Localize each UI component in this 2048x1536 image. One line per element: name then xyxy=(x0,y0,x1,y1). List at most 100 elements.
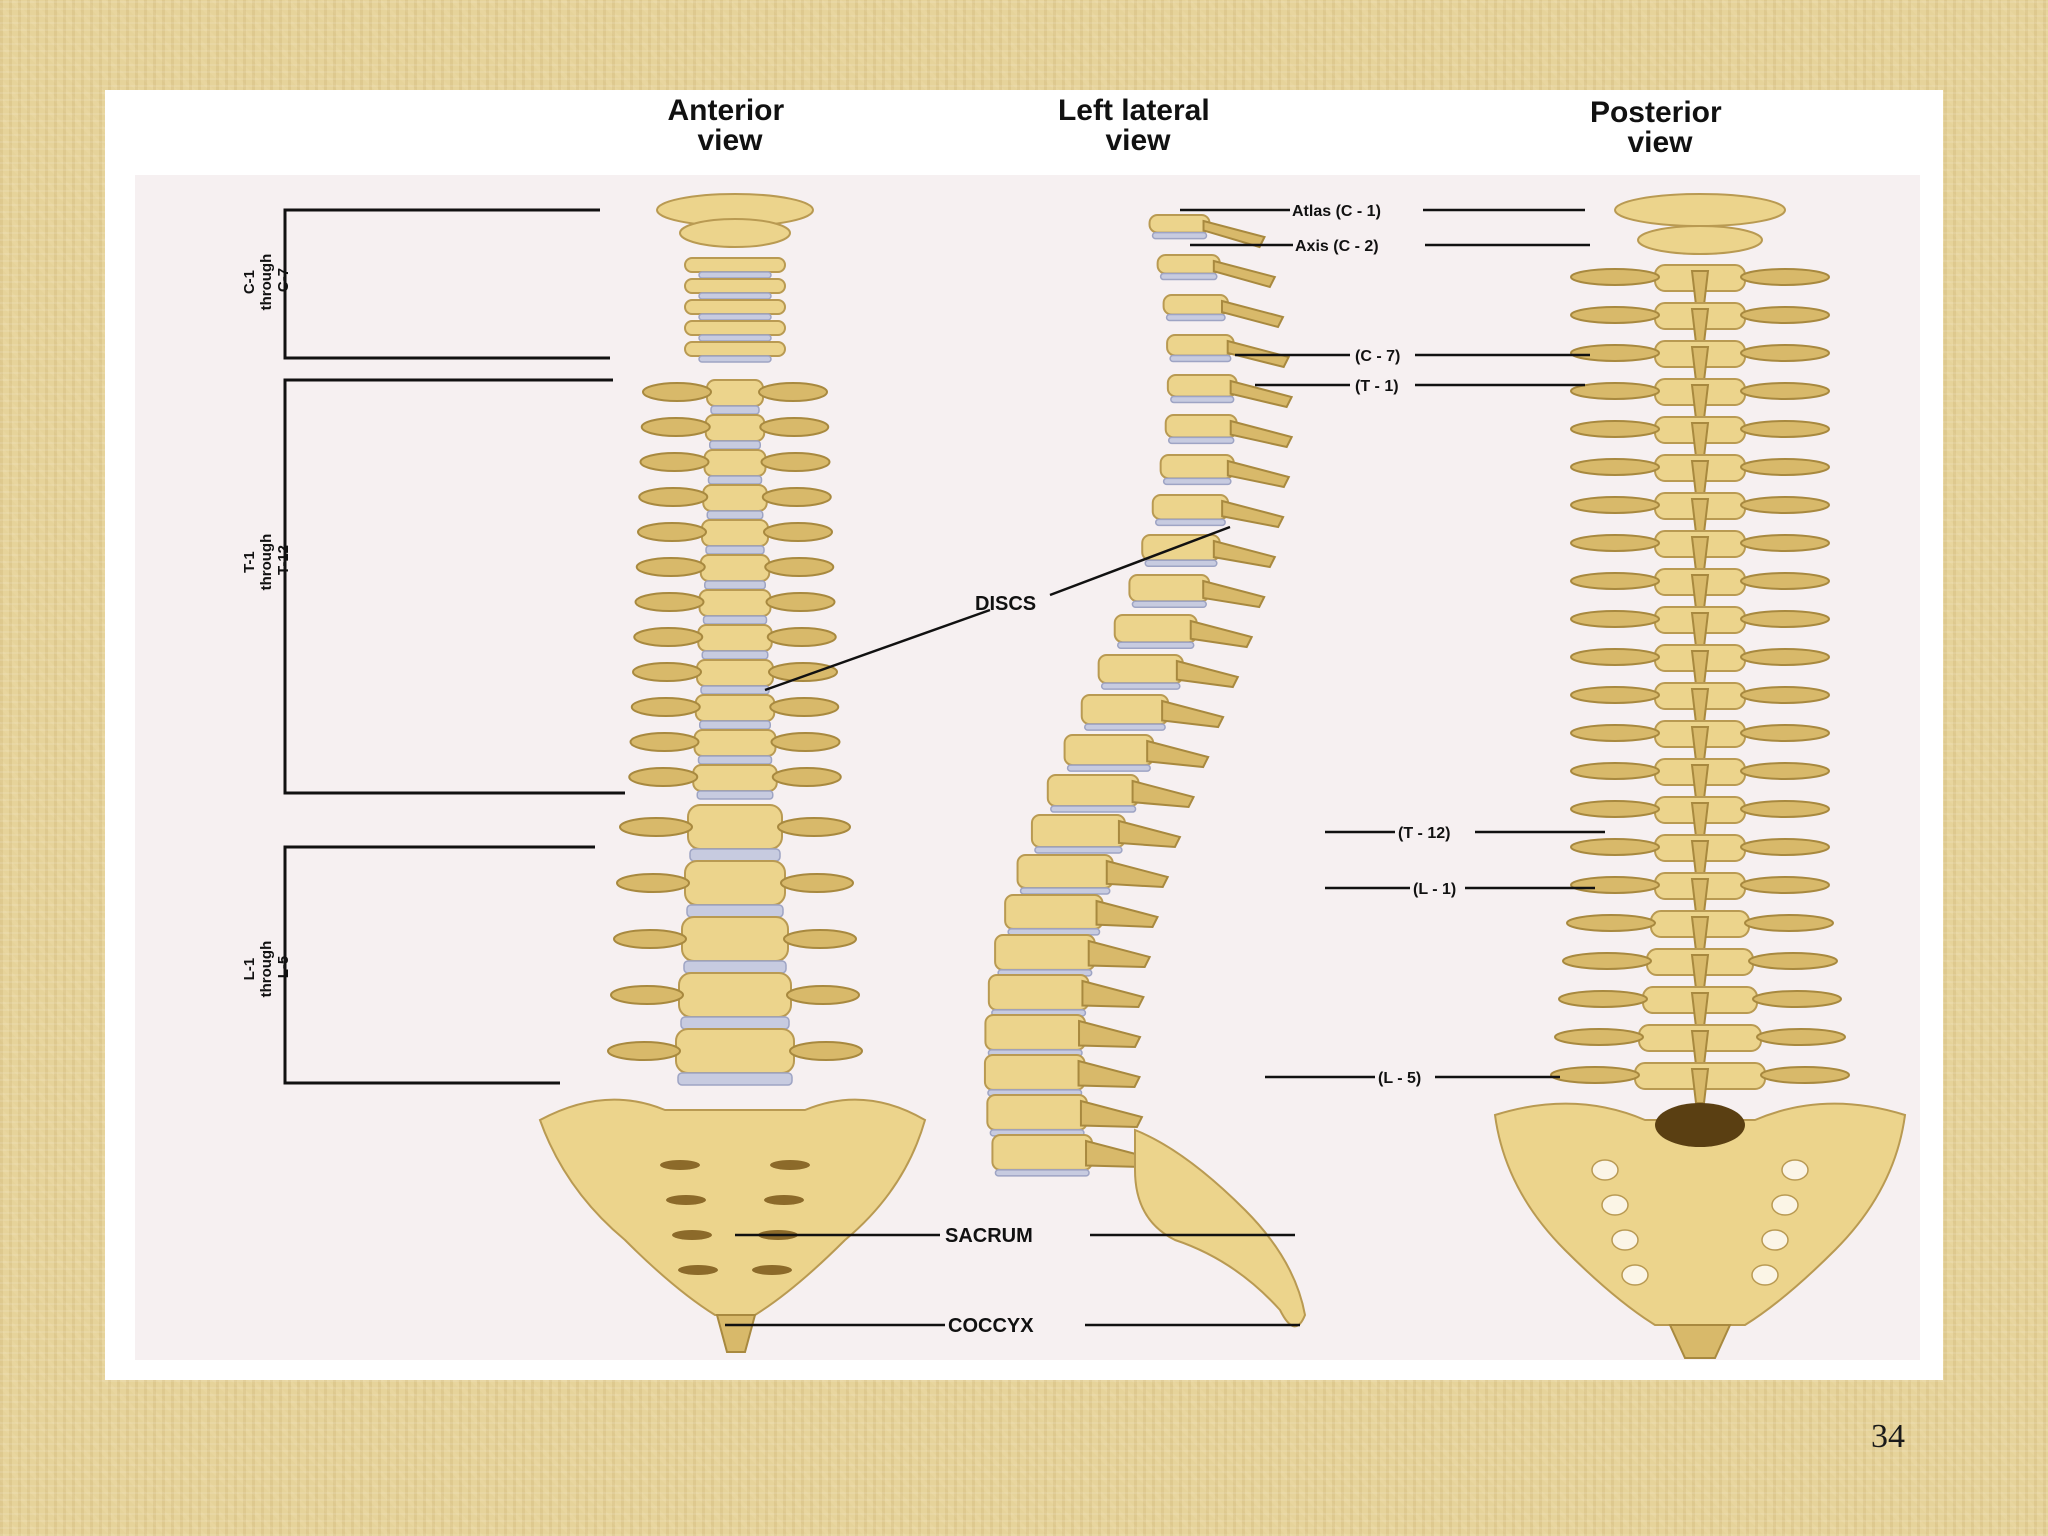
l1-callout: (L - 1) xyxy=(1325,881,1595,898)
vertebra xyxy=(701,519,769,547)
spinous-process xyxy=(1220,299,1285,329)
vertebra xyxy=(698,589,772,617)
transverse-process xyxy=(1740,572,1830,590)
transverse-process xyxy=(1740,724,1830,742)
vertebra xyxy=(692,764,778,792)
vertebra xyxy=(991,1134,1094,1171)
vertebra xyxy=(699,554,771,582)
vertebra xyxy=(693,729,777,757)
thoracic-bracket: T-1 through T-12 xyxy=(241,378,625,795)
disc xyxy=(699,720,771,730)
transverse-process xyxy=(633,627,704,647)
vertebra xyxy=(681,916,789,962)
vertebra xyxy=(1128,574,1211,603)
transverse-process xyxy=(770,732,841,752)
posterior-view-title: Posterior view xyxy=(1590,96,1730,159)
transverse-process xyxy=(628,767,699,787)
disc xyxy=(1083,723,1166,731)
vertebra xyxy=(1159,454,1235,480)
spinous-process xyxy=(1690,1030,1710,1066)
transverse-process xyxy=(759,417,830,437)
spinous-process xyxy=(1161,699,1225,729)
vertebra xyxy=(703,449,767,477)
transverse-process xyxy=(783,929,857,949)
disc xyxy=(698,292,772,300)
disc xyxy=(1165,313,1226,322)
transverse-process xyxy=(1570,724,1660,742)
transverse-process xyxy=(764,557,835,577)
disc xyxy=(994,1169,1090,1177)
vertebra xyxy=(684,860,786,906)
spinous-process xyxy=(1105,859,1170,889)
svg-text:(C - 7): (C - 7) xyxy=(1355,348,1400,365)
svg-text:Atlas (C - 1): Atlas (C - 1) xyxy=(1292,203,1381,220)
sacrum xyxy=(538,1098,927,1316)
vertebra xyxy=(1166,334,1235,357)
transverse-process xyxy=(1570,382,1660,400)
disc xyxy=(710,405,760,415)
transverse-process xyxy=(616,873,690,893)
transverse-process xyxy=(637,522,707,542)
transverse-process xyxy=(1740,344,1830,362)
disc xyxy=(1162,477,1232,486)
sacral-foramen xyxy=(666,1195,706,1205)
vertebra xyxy=(987,974,1090,1011)
vertebra xyxy=(1004,894,1104,930)
coccyx-posterior xyxy=(1668,1324,1732,1359)
spinous-process xyxy=(1117,819,1182,849)
transverse-process xyxy=(1562,952,1652,970)
vertebra xyxy=(678,972,792,1018)
spinous-process xyxy=(1690,308,1710,344)
cervical-bracket: C-1 through C-7 xyxy=(241,208,610,360)
vertebra xyxy=(687,804,783,850)
spinous-process xyxy=(1229,419,1294,449)
transverse-process xyxy=(765,592,836,612)
spinous-process xyxy=(1690,726,1710,762)
transverse-process xyxy=(1740,800,1830,818)
disc xyxy=(707,475,763,485)
vertebra xyxy=(1063,734,1155,767)
spinous-process xyxy=(1690,422,1710,458)
spine-figure-panel: Anterior view Left lateral view Posterio… xyxy=(105,90,1943,1380)
vertebra xyxy=(694,694,776,722)
sacral-foramen xyxy=(1591,1159,1619,1181)
spinous-process xyxy=(1131,779,1196,809)
transverse-process xyxy=(629,732,700,752)
vertebra xyxy=(1148,214,1211,234)
transverse-process xyxy=(1748,952,1838,970)
transverse-process xyxy=(1740,534,1830,552)
vertebra xyxy=(1113,614,1198,644)
vertebra xyxy=(1030,814,1126,848)
vertebra xyxy=(696,659,774,687)
transverse-process xyxy=(1550,1066,1640,1084)
transverse-process xyxy=(1570,420,1660,438)
transverse-process xyxy=(789,1041,863,1061)
disc xyxy=(1050,805,1137,813)
transverse-process xyxy=(642,382,712,402)
vertebra xyxy=(1080,694,1170,726)
disc xyxy=(1131,600,1207,608)
transverse-process xyxy=(1570,496,1660,514)
spinous-process xyxy=(1690,688,1710,724)
disc xyxy=(1100,682,1181,690)
c7-callout: (C - 7) xyxy=(1235,348,1590,365)
vertebra xyxy=(684,320,786,336)
vertebra xyxy=(684,278,786,294)
axis-callout: Axis (C - 2) xyxy=(1190,238,1590,255)
posterior-spine-illustration xyxy=(1493,193,1907,1359)
t12-callout: (T - 12) xyxy=(1325,825,1605,842)
sacral-foramen xyxy=(1621,1264,1649,1286)
transverse-process xyxy=(1740,648,1830,666)
svg-text:(L - 5): (L - 5) xyxy=(1378,1070,1421,1087)
svg-text:(L - 1): (L - 1) xyxy=(1413,881,1456,898)
disc xyxy=(709,440,761,450)
transverse-process xyxy=(1570,762,1660,780)
anterior-spine-illustration xyxy=(538,193,927,1353)
transverse-process xyxy=(1740,420,1830,438)
sacral-foramen xyxy=(678,1265,718,1275)
spinous-process xyxy=(1229,379,1294,409)
disc xyxy=(698,355,772,363)
disc xyxy=(705,545,765,555)
transverse-process xyxy=(1554,1028,1644,1046)
